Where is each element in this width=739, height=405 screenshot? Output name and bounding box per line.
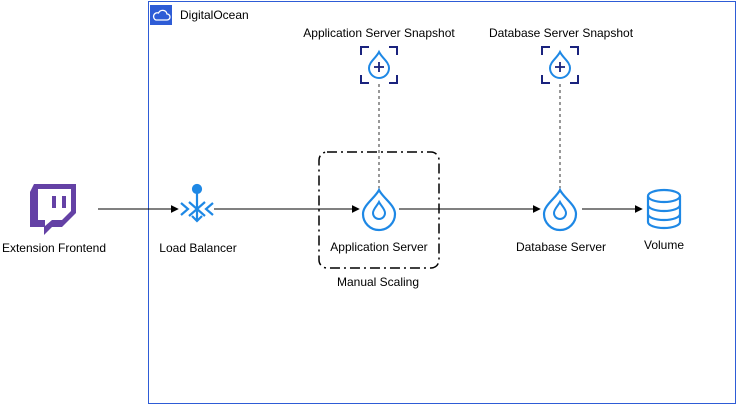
manual-scaling-label: Manual Scaling bbox=[337, 275, 419, 289]
application-server-label: Application Server bbox=[330, 240, 427, 254]
db-snapshot-icon[interactable] bbox=[541, 46, 579, 84]
volume-database-icon[interactable] bbox=[646, 188, 682, 230]
volume-label: Volume bbox=[644, 238, 684, 252]
database-server-droplet-icon[interactable] bbox=[542, 187, 578, 232]
app-snapshot-label: Application Server Snapshot bbox=[303, 26, 455, 40]
app-snapshot-icon[interactable] bbox=[360, 46, 398, 84]
extension-frontend-label: Extension Frontend bbox=[2, 241, 106, 255]
twitch-icon[interactable] bbox=[30, 184, 76, 235]
database-server-label: Database Server bbox=[516, 240, 606, 254]
cloud-container[interactable] bbox=[148, 1, 736, 404]
load-balancer-label: Load Balancer bbox=[159, 241, 236, 255]
cloud-icon bbox=[150, 5, 172, 25]
db-snapshot-label: Database Server Snapshot bbox=[489, 26, 634, 40]
manual-scaling-group[interactable] bbox=[318, 151, 440, 269]
application-server-droplet-icon[interactable] bbox=[361, 187, 397, 232]
load-balancer-icon[interactable] bbox=[180, 183, 214, 223]
cloud-label: DigitalOcean bbox=[180, 8, 249, 22]
